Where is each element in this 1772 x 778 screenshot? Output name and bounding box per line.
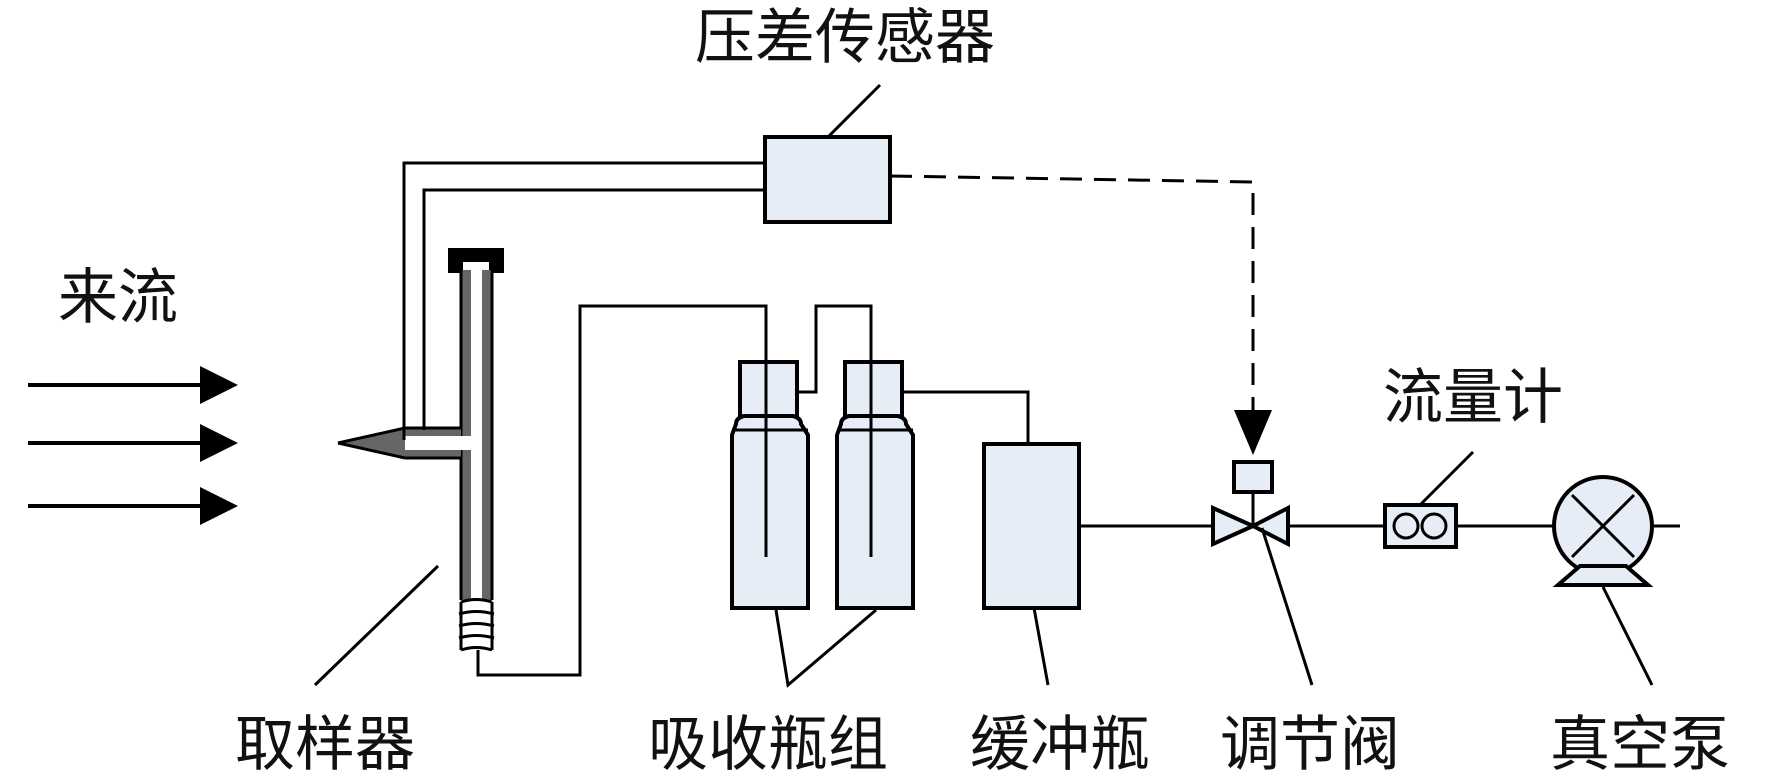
sample-line — [476, 304, 768, 677]
label-sampler: 取样器 — [235, 710, 415, 778]
vacuum-pump-leader — [1601, 586, 1654, 686]
signal-arrowhead — [1234, 410, 1272, 455]
valve-actuator — [1232, 460, 1274, 494]
control-valve — [1211, 460, 1290, 548]
probe-vertical-wall-right — [482, 270, 492, 600]
vacuum-pump — [1552, 475, 1654, 587]
absorption-group-leader — [774, 608, 877, 688]
label-pressure-sensor: 压差传感器 — [695, 3, 995, 73]
label-buffer-bottle: 缓冲瓶 — [970, 710, 1150, 778]
label-incoming-flow: 来流 — [58, 263, 178, 333]
buffer-bottle — [982, 442, 1081, 610]
buffer-bottle-leader — [1032, 607, 1050, 686]
flow-arrowhead-3 — [200, 487, 238, 525]
flow-arrowhead-2 — [200, 424, 238, 462]
incoming-flow-arrows — [28, 366, 238, 525]
sampler-probe — [337, 248, 504, 652]
bottle-interconnect — [797, 304, 873, 394]
absorption-bottle-2 — [835, 360, 915, 610]
label-flow-meter: 流量计 — [1383, 363, 1563, 433]
label-vacuum-pump: 真空泵 — [1550, 710, 1730, 778]
control-valve-leader — [1260, 527, 1314, 686]
label-absorption-bottles: 吸收瓶组 — [648, 710, 888, 778]
pressure-sensor-leader — [826, 83, 882, 139]
probe-vertical-wall-left — [461, 270, 471, 600]
control-signal-line — [889, 174, 1272, 455]
pressure-tap-lines — [402, 161, 765, 440]
probe-nozzle — [338, 428, 461, 458]
flow-meter-leader — [1418, 450, 1475, 507]
pressure-sensor-box — [763, 135, 892, 224]
label-control-valve: 调节阀 — [1220, 710, 1400, 778]
flow-meter — [1383, 503, 1458, 549]
bottle-to-buffer-line — [902, 390, 1030, 444]
sampler-leader — [313, 564, 440, 687]
flow-arrowhead-1 — [200, 366, 238, 404]
absorption-bottle-1 — [730, 360, 810, 610]
probe-thread — [458, 598, 495, 652]
